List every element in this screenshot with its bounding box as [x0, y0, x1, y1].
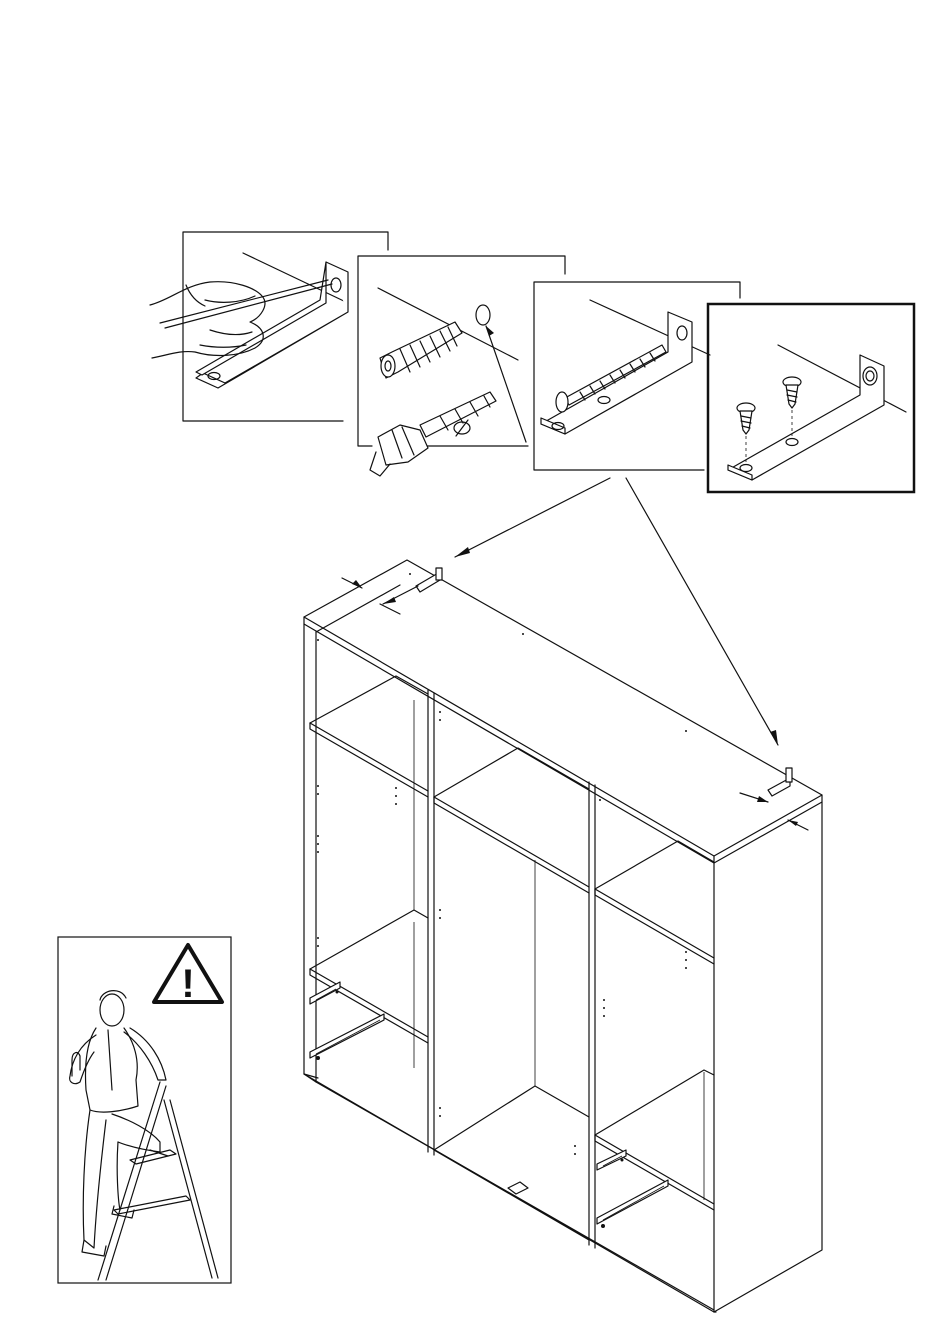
three-section-wardrobe-carcass-icon [304, 560, 822, 1312]
safety-warning-panel: ! [58, 937, 231, 1283]
pre-drilled-holes [316, 573, 687, 1228]
step-mark-drill-position-panel [150, 232, 388, 421]
drawer-runner-icon [597, 1150, 668, 1224]
pencil-mark-icon [150, 280, 332, 358]
warning-exclamation-mark: ! [181, 962, 194, 1006]
drill-bit-icon [370, 392, 496, 476]
drill-hole-diameter-icon [476, 305, 490, 325]
wall-plug-icon [380, 322, 462, 378]
detail-callout-arrows [455, 478, 778, 745]
step-screw-bracket-to-top-panel-panel [708, 304, 914, 492]
drawer-runner-icon [310, 982, 384, 1058]
angle-bracket-icon [416, 568, 792, 796]
